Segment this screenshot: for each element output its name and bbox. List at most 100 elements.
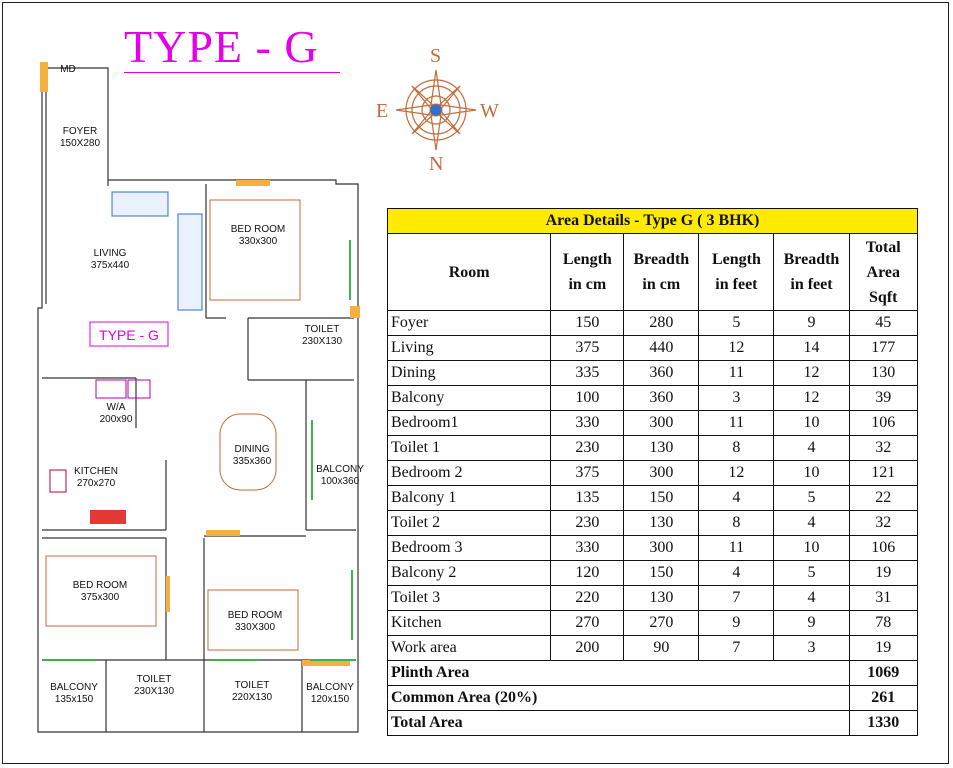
value-cell: 121 [848, 460, 919, 486]
room-name-cell: Dining [386, 360, 552, 386]
summary-label: Common Area (20%) [387, 685, 850, 711]
value-cell: 150 [550, 310, 625, 336]
value-cell: 375 [550, 335, 625, 361]
room-toilet3-dim: 220X130 [232, 692, 272, 703]
value-cell: 4 [698, 485, 775, 511]
compass-left-letter: E [376, 100, 388, 122]
room-balcony1-dim: 135x150 [55, 694, 94, 705]
room-dining-dim: 335x360 [233, 456, 272, 467]
room-name-cell: Balcony [386, 385, 552, 411]
value-cell: 130 [623, 435, 700, 461]
room-toilet2-dim: 230X130 [134, 686, 174, 697]
value-cell: 22 [848, 485, 919, 511]
summary-label: Plinth Area [387, 660, 850, 686]
room-wa-label: W/A [107, 402, 126, 413]
value-cell: 220 [550, 585, 625, 611]
title-underline [124, 72, 340, 73]
value-cell: 12 [698, 460, 775, 486]
room-balcony2-label: BALCONY [306, 682, 354, 693]
value-cell: 78 [848, 610, 919, 636]
room-living-label: LIVING [94, 248, 127, 259]
value-cell: 230 [550, 510, 625, 536]
value-cell: 19 [848, 560, 919, 586]
value-cell: 100 [550, 385, 625, 411]
room-name-cell: Kitchen [386, 610, 552, 636]
room-toilet3-label: TOILET [235, 680, 270, 691]
room-balcony1-label: BALCONY [50, 682, 98, 693]
compass-rose-icon: S W N E [376, 45, 499, 175]
room-md-label: MD [60, 64, 76, 75]
value-cell: 4 [698, 560, 775, 586]
room-wa-dim: 200x90 [100, 414, 133, 425]
value-cell: 120 [550, 560, 625, 586]
summary-label: Total Area [387, 710, 850, 736]
room-name-cell: Bedroom1 [386, 410, 552, 436]
value-cell: 45 [848, 310, 919, 336]
room-name-cell: Toilet 3 [386, 585, 552, 611]
value-cell: 4 [773, 435, 850, 461]
room-bedroom1-label: BED ROOM [231, 224, 285, 235]
value-cell: 12 [773, 385, 850, 411]
value-cell: 31 [848, 585, 919, 611]
value-cell: 230 [550, 435, 625, 461]
room-name-cell: Bedroom 3 [386, 535, 552, 561]
value-cell: 7 [698, 635, 775, 661]
value-cell: 3 [773, 635, 850, 661]
value-cell: 4 [773, 585, 850, 611]
value-cell: 10 [773, 460, 850, 486]
value-cell: 360 [623, 385, 700, 411]
value-cell: 130 [623, 510, 700, 536]
value-cell: 300 [623, 410, 700, 436]
value-cell: 9 [698, 610, 775, 636]
room-name-cell: Living [386, 335, 552, 361]
summary-value: 1069 [848, 660, 919, 686]
room-bedroom3-label: BED ROOM [228, 610, 282, 621]
value-cell: 280 [623, 310, 700, 336]
value-cell: 90 [623, 635, 700, 661]
value-cell: 200 [550, 635, 625, 661]
value-cell: 135 [550, 485, 625, 511]
value-cell: 12 [698, 335, 775, 361]
room-name-cell: Balcony 1 [386, 485, 552, 511]
value-cell: 375 [550, 460, 625, 486]
value-cell: 330 [550, 410, 625, 436]
value-cell: 10 [773, 410, 850, 436]
room-foyer-dim: 150X280 [60, 138, 100, 149]
summary-value: 261 [848, 685, 919, 711]
value-cell: 10 [773, 535, 850, 561]
value-cell: 5 [698, 310, 775, 336]
value-cell: 14 [773, 335, 850, 361]
value-cell: 106 [848, 410, 919, 436]
table-title: Area Details - Type G ( 3 BHK) [387, 208, 918, 234]
value-cell: 270 [550, 610, 625, 636]
value-cell: 150 [623, 485, 700, 511]
room-bedroom3-dim: 330X300 [235, 622, 275, 633]
compass-top-letter: S [430, 45, 441, 67]
value-cell: 39 [848, 385, 919, 411]
room-toilet1-label: TOILET [305, 324, 340, 335]
room-bedroom2-label: BED ROOM [73, 580, 127, 591]
room-name-cell: Bedroom 2 [386, 460, 552, 486]
room-balcony-dim: 100x360 [321, 476, 360, 487]
summary-row: Common Area (20%)261 [387, 685, 919, 711]
room-name-cell: Toilet 2 [386, 510, 552, 536]
value-cell: 9 [773, 610, 850, 636]
value-cell: 3 [698, 385, 775, 411]
